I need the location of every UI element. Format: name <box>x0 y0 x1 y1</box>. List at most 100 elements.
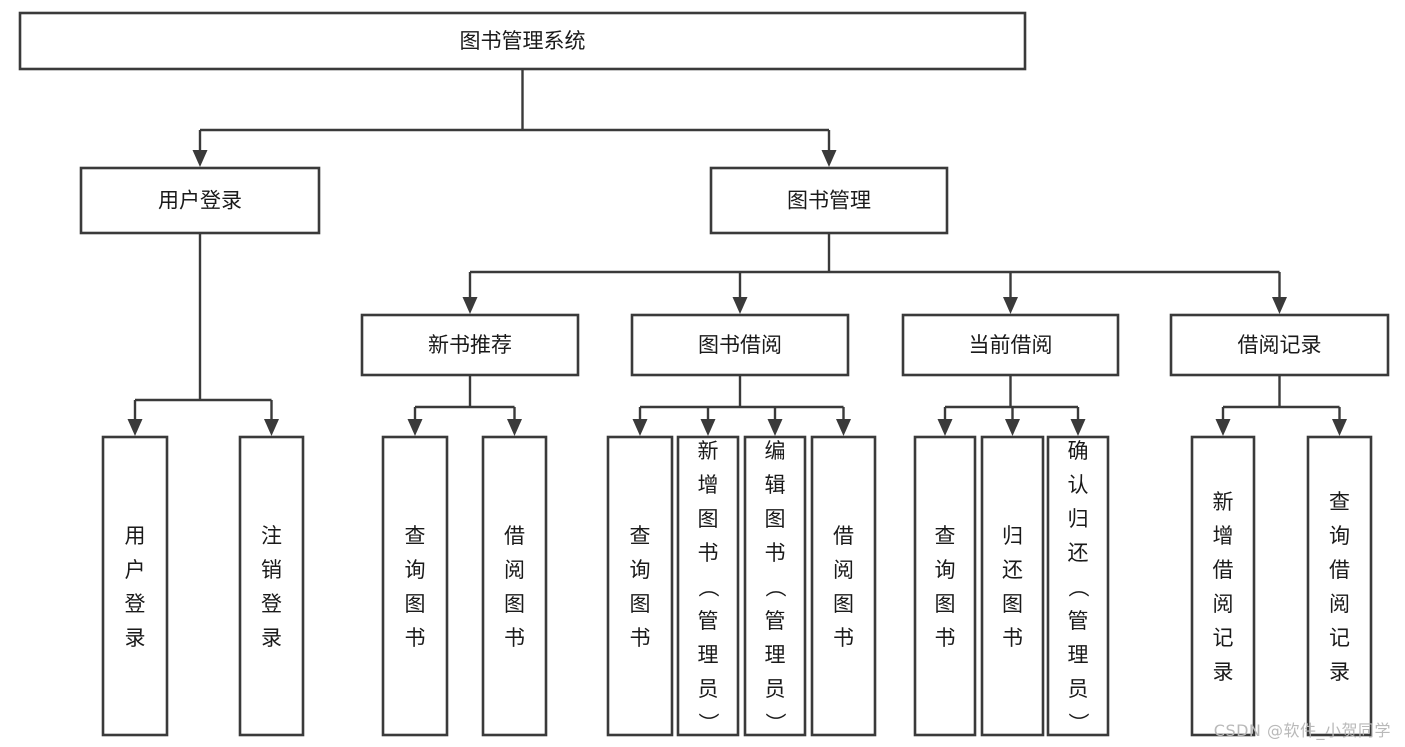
node-leaf-add-book-label-char: 新 <box>698 439 719 463</box>
node-leaf-add-record-label-char: 录 <box>1213 660 1234 684</box>
node-leaf-borrow-book-2-label-char: 借 <box>833 524 854 548</box>
node-leaf-query-book-1-label-char: 询 <box>405 558 426 582</box>
arrow-head-icon <box>1003 297 1018 314</box>
node-leaf-query-book-3-label-char: 图 <box>935 592 956 616</box>
arrow-head-icon <box>1272 297 1287 314</box>
node-leaf-borrow-book-1-label-char: 借 <box>504 524 525 548</box>
node-root-system[interactable]: 图书管理系统 <box>18 11 1027 71</box>
node-leaf-query-book-2-label-char: 图 <box>630 592 651 616</box>
node-current-borrow-box[interactable] <box>901 313 1120 377</box>
arrow-head-icon <box>1215 419 1231 436</box>
node-leaf-query-record-box[interactable] <box>1306 435 1373 737</box>
node-leaf-user-logout-label-char: 登 <box>261 592 282 616</box>
node-user-login[interactable]: 用户登录 <box>79 166 321 235</box>
node-borrow-record-box[interactable] <box>1169 313 1390 377</box>
node-leaf-add-record-label-char: 记 <box>1213 626 1234 650</box>
node-root-system-box[interactable] <box>18 11 1027 71</box>
node-leaf-query-book-3-label-char: 书 <box>935 626 956 650</box>
node-leaf-add-record-box[interactable] <box>1190 435 1256 737</box>
node-leaf-confirm-return-label-char: 员 <box>1068 677 1089 701</box>
node-book-manage[interactable]: 图书管理 <box>709 166 949 235</box>
node-leaf-edit-book-label-char: 理 <box>765 643 786 667</box>
node-leaf-query-book-1-label-char: 书 <box>405 626 426 650</box>
node-current-borrow[interactable]: 当前借阅 <box>901 313 1120 377</box>
node-leaf-user-login-label-char: 用 <box>125 524 146 548</box>
node-leaf-query-record-label-char: 记 <box>1329 626 1350 650</box>
csdn-watermark: CSDN @软件_小贺同学 <box>1213 721 1391 740</box>
node-leaf-user-login-box[interactable] <box>101 435 169 737</box>
arrow-head-icon <box>127 419 143 436</box>
node-leaf-user-logout-box[interactable] <box>238 435 305 737</box>
node-leaf-add-record-label-char: 借 <box>1213 558 1234 582</box>
node-leaf-confirm-return-label-char: 认 <box>1068 473 1089 497</box>
node-leaf-return-book-label-char: 归 <box>1002 524 1023 548</box>
node-leaf-user-logout-label-char: 录 <box>261 626 282 650</box>
node-leaf-user-login-label-char: 录 <box>125 626 146 650</box>
node-leaf-query-book-2-box[interactable] <box>606 435 674 737</box>
arrow-head-icon <box>192 150 208 167</box>
arrow-head-icon <box>632 419 648 436</box>
node-leaf-return-book-label-char: 书 <box>1002 626 1023 650</box>
node-leaf-query-book-1-label-char: 图 <box>405 592 426 616</box>
node-leaf-confirm-return-label-char: 还 <box>1068 541 1089 565</box>
node-new-book-recommend-label: 新书推荐 <box>428 333 512 357</box>
node-leaf-user-login-label-char: 户 <box>125 558 146 582</box>
node-leaf-edit-book-label-char: 编 <box>765 439 786 463</box>
node-leaf-add-record-label-char: 增 <box>1213 524 1234 548</box>
node-borrow-record[interactable]: 借阅记录 <box>1169 313 1390 377</box>
node-leaf-add-book-label-char: 管 <box>698 609 719 633</box>
node-leaf-add-book-box[interactable] <box>676 435 740 737</box>
node-leaf-add-book-label-char: 书 <box>698 541 719 565</box>
node-leaf-add-record-label-char: 新 <box>1213 490 1234 514</box>
node-leaf-return-book-box[interactable] <box>980 435 1045 737</box>
node-leaf-borrow-book-2-label-char: 书 <box>833 626 854 650</box>
node-boxes-layer: 图书管理系统用户登录图书管理新书推荐图书借阅当前借阅借阅记录用户登录注销登录查询… <box>18 11 1390 737</box>
node-new-book-recommend-box[interactable] <box>360 313 580 377</box>
node-book-manage-box[interactable] <box>709 166 949 235</box>
node-leaf-edit-book-box[interactable] <box>743 435 807 737</box>
node-new-book-recommend[interactable]: 新书推荐 <box>360 313 580 377</box>
arrow-head-icon <box>507 419 522 436</box>
node-leaf-borrow-book-2-label-char: 阅 <box>833 558 854 582</box>
node-leaf-add-book-label-char: 理 <box>698 643 719 667</box>
node-leaf-query-book-2-label-char: 查 <box>630 524 651 548</box>
arrow-head-icon <box>1070 419 1086 436</box>
node-leaf-query-book-2-label-char: 询 <box>630 558 651 582</box>
node-leaf-query-record-label-char: 阅 <box>1329 592 1350 616</box>
node-leaf-edit-book-label-char: （ <box>763 577 787 598</box>
node-user-login-box[interactable] <box>79 166 321 235</box>
node-leaf-user-login[interactable]: 用户登录 <box>101 435 169 737</box>
node-book-borrow-box[interactable] <box>630 313 850 377</box>
node-leaf-query-book-3-box[interactable] <box>913 435 977 737</box>
node-leaf-query-book-3-label-char: 询 <box>935 558 956 582</box>
node-leaf-query-book-3-label-char: 查 <box>935 524 956 548</box>
node-book-borrow[interactable]: 图书借阅 <box>630 313 850 377</box>
arrow-head-icon <box>1005 419 1020 436</box>
node-leaf-query-book-1-box[interactable] <box>381 435 449 737</box>
node-leaf-edit-book-label-char: 书 <box>765 541 786 565</box>
node-leaf-borrow-book-1-box[interactable] <box>481 435 548 737</box>
node-leaf-borrow-book-1-label-char: 书 <box>504 626 525 650</box>
arrow-head-icon <box>264 419 279 436</box>
node-leaf-query-record-label-char: 借 <box>1329 558 1350 582</box>
node-leaf-confirm-return-box[interactable] <box>1046 435 1110 737</box>
node-leaf-confirm-return-label-char: 确 <box>1068 439 1089 463</box>
node-leaf-borrow-book-2-box[interactable] <box>810 435 877 737</box>
arrow-head-icon <box>732 297 748 314</box>
node-borrow-record-label: 借阅记录 <box>1238 333 1322 357</box>
node-leaf-add-book-label-char: 增 <box>698 473 719 497</box>
node-leaf-borrow-book-1-label-char: 阅 <box>504 558 525 582</box>
